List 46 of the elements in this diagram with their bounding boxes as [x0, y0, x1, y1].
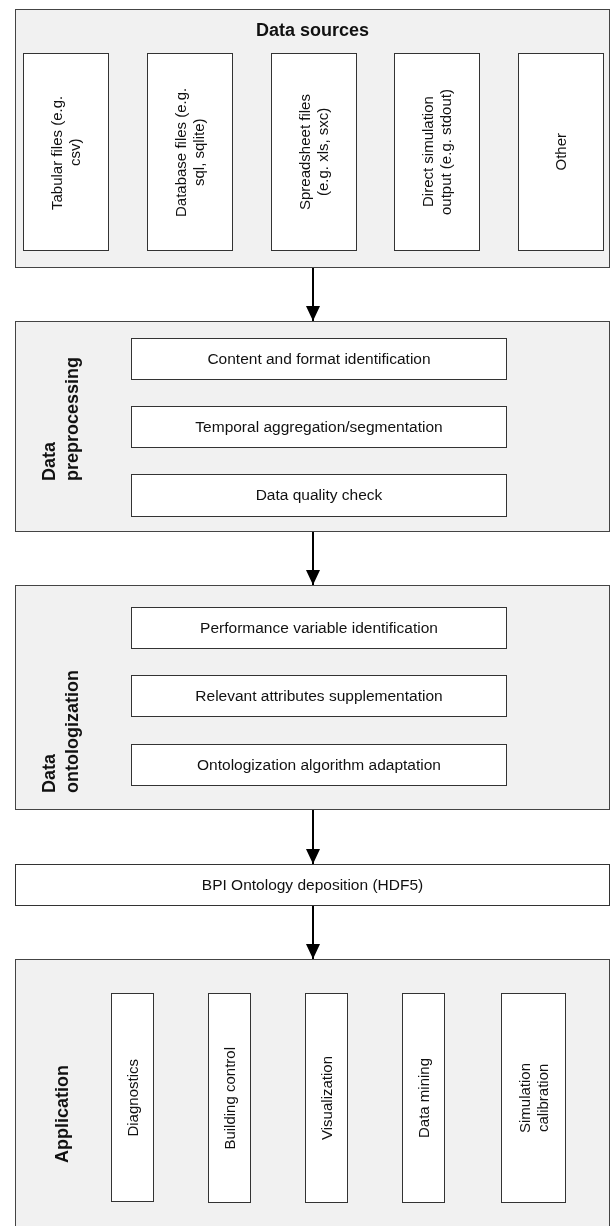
process-box [271, 53, 357, 251]
box-label: Spreadsheet files (e.g. xls, sxc) [296, 93, 332, 212]
process-box [501, 993, 566, 1203]
process-box [518, 53, 604, 251]
box-label: Other [552, 133, 570, 171]
process-box [131, 338, 507, 380]
box-label: Relevant attributes supplementation [194, 686, 444, 706]
box-label: Direct simulation output (e.g. stdout) [419, 88, 455, 217]
arrow [306, 905, 320, 960]
box-label: Tabular files (e.g. csv) [48, 93, 84, 212]
process-box [131, 474, 507, 517]
process-box [131, 675, 507, 717]
process-box [147, 53, 233, 251]
stage-panel [15, 585, 610, 810]
box-label: Content and format identification [206, 349, 432, 369]
box-label: Database files (e.g. sql, sqlite) [172, 86, 208, 219]
box-label: Ontologization algorithm adaptation [196, 755, 442, 775]
panel-title: Application [51, 1065, 73, 1163]
stage-panel [15, 9, 610, 268]
process-box [131, 744, 507, 786]
box-label: Temporal aggregation/segmentation [194, 417, 444, 437]
box-label: Performance variable identification [199, 618, 439, 638]
box-label: Diagnostics [123, 1058, 142, 1137]
stage-panel [15, 959, 610, 1226]
box-label: Building control [220, 1046, 239, 1150]
panel-title: Data sources [255, 20, 370, 41]
arrow [306, 267, 320, 322]
box-label: Data mining [414, 1057, 433, 1138]
process-box [131, 406, 507, 448]
box-label: Simulation calibration [515, 1062, 552, 1136]
panel-title: Data preprocessing [38, 355, 83, 481]
box-label: Visualization [317, 1056, 336, 1140]
arrow [306, 809, 320, 865]
process-box [305, 993, 348, 1203]
process-box [131, 607, 507, 649]
process-box [23, 53, 109, 251]
box-label: Data quality check [254, 486, 384, 505]
arrow [306, 531, 320, 586]
box-label: BPI Ontology deposition (HDF5) [200, 875, 425, 895]
stage-panel [15, 321, 610, 532]
process-box [111, 993, 154, 1202]
process-box [15, 864, 610, 906]
process-box [394, 53, 480, 251]
panel-title: Data ontologization [38, 669, 83, 793]
process-box [208, 993, 251, 1203]
process-box [402, 993, 445, 1203]
